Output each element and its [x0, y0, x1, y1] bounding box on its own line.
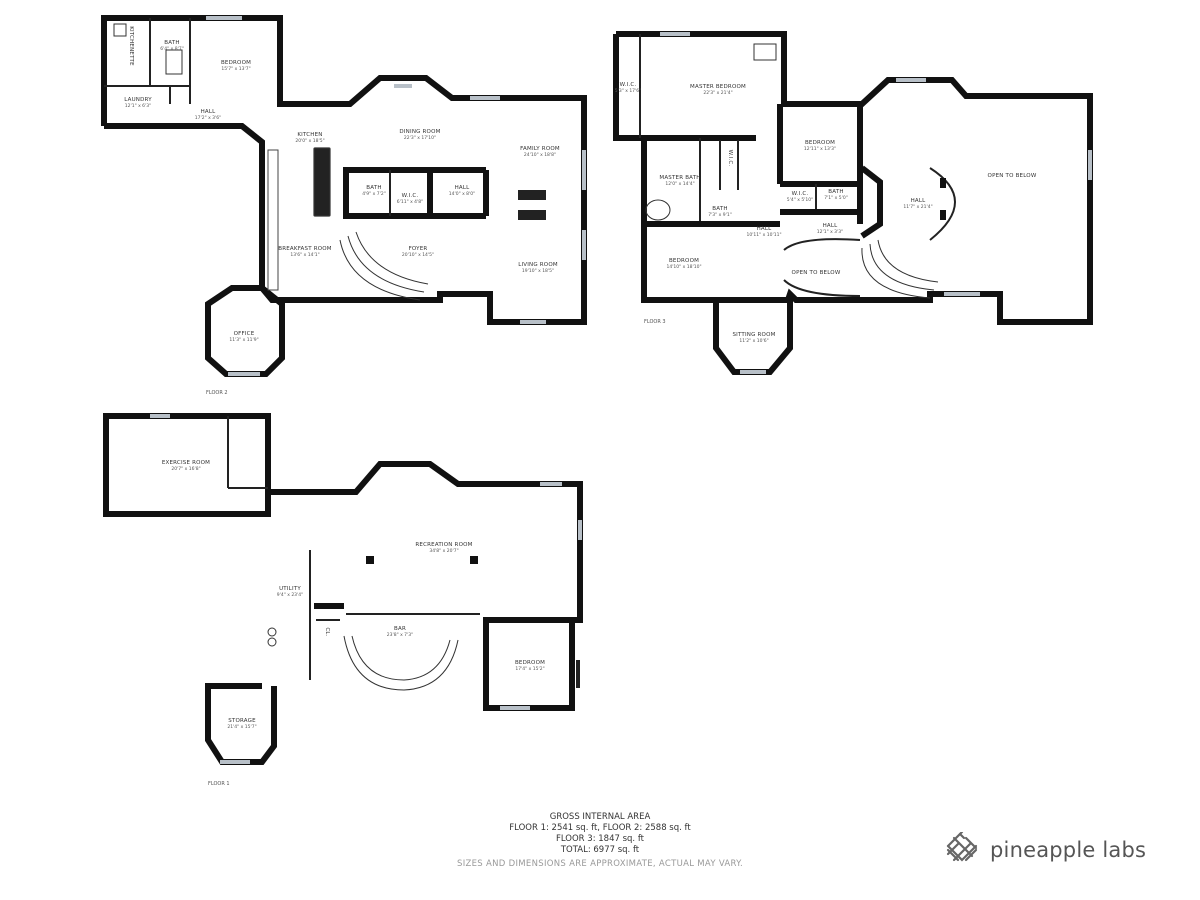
- room-dimensions: 9'4" x 23'4": [277, 592, 303, 598]
- room-dimensions: 20'10" x 14'5": [402, 252, 434, 258]
- room-dimensions: 22'3" x 21'4": [703, 90, 732, 96]
- room-label: HALL: [757, 226, 773, 232]
- room-label: MASTER BATH: [659, 175, 700, 181]
- floor-2-office-wall: [205, 285, 285, 377]
- room-label: BATH: [366, 185, 381, 191]
- floor-2-main-wall: [104, 75, 587, 325]
- room-dimensions: 24'10" x 18'8": [524, 152, 556, 158]
- room-label: BEDROOM: [669, 258, 699, 264]
- room-label: W.I.C.: [792, 191, 809, 197]
- room-label: FOYER: [409, 246, 428, 252]
- room-label: FAMILY ROOM: [520, 146, 560, 152]
- room-label: DINING ROOM: [399, 129, 440, 135]
- area-total: TOTAL: 6977 sq. ft: [560, 845, 640, 855]
- pineapple-lattice-icon: [946, 832, 978, 862]
- floor-1-plan: EXERCISE ROOM 20'7" x 16'8" RECREATION R…: [103, 413, 583, 787]
- room-dimensions: 20'0" x 18'5": [295, 138, 324, 144]
- room-dimensions: 12'1" x 3'3": [817, 229, 843, 235]
- floor-2-plan: KITCHENETTE BATH 6'4" x 8'7" BEDROOM 15'…: [101, 15, 587, 396]
- floor-2-curved-stair: [339, 231, 429, 301]
- room-dimensions: 5'3" x 17'6": [615, 88, 641, 94]
- room-dimensions: 23'8" x 7'3": [387, 632, 413, 638]
- floor-2-bath-core: [343, 167, 433, 219]
- room-dimensions: 19'10" x 18'5": [522, 268, 554, 274]
- room-label: BEDROOM: [515, 660, 545, 666]
- room-label: KITCHENETTE: [128, 26, 134, 66]
- room-label: HALL: [201, 109, 217, 115]
- room-label: OPEN TO BELOW: [792, 270, 841, 276]
- room-label: HALL: [911, 198, 927, 204]
- room-dimensions: 10'11" x 10'11": [746, 232, 781, 238]
- room-label: BATH: [712, 206, 727, 212]
- room-label: BAR: [394, 626, 406, 632]
- brand-logo: pineapple labs: [944, 830, 1146, 870]
- room-label: BATH: [828, 189, 843, 195]
- brand-name: pineapple labs: [990, 838, 1147, 862]
- room-label: MASTER BEDROOM: [690, 84, 746, 90]
- room-label: BEDROOM: [221, 60, 251, 66]
- room-label: SITTING ROOM: [732, 332, 775, 338]
- area-floor-1-2: FLOOR 1: 2541 sq. ft, FLOOR 2: 2588 sq. …: [509, 823, 691, 833]
- room-label: EXERCISE ROOM: [162, 460, 210, 466]
- room-dimensions: 11'3" x 11'9": [229, 337, 258, 343]
- room-dimensions: 11'2" x 10'6": [739, 338, 768, 344]
- area-heading: GROSS INTERNAL AREA: [549, 812, 651, 822]
- room-label: KITCHEN: [297, 132, 322, 138]
- room-label: STORAGE: [228, 718, 256, 724]
- room-dimensions: 5'4" x 5'10": [787, 197, 813, 203]
- floor-label: FLOOR 2: [206, 390, 228, 396]
- room-dimensions: 34'8" x 20'7": [429, 548, 458, 554]
- room-label: HALL: [823, 223, 839, 229]
- floor-3-main-wall: [613, 31, 1093, 375]
- room-dimensions: 17'4" x 15'2": [515, 666, 544, 672]
- room-dimensions: 14'0" x 8'0": [449, 191, 475, 197]
- room-label: HALL: [455, 185, 471, 191]
- floor-1-curved-bar: [343, 635, 459, 691]
- floor-2-west-wing-wall: [101, 15, 298, 126]
- floor-3-hall-curve: [860, 165, 883, 239]
- room-dimensions: 6'11" x 4'8": [397, 199, 423, 205]
- floor-3-curved-stair: [861, 239, 939, 299]
- room-label: W.I.C.: [402, 193, 419, 199]
- room-dimensions: 21'4" x 15'7": [227, 724, 256, 730]
- room-label: BREAKFAST ROOM: [278, 246, 332, 252]
- room-dimensions: 6'4" x 8'7": [160, 46, 184, 52]
- room-dimensions: 13'6" x 14'1": [290, 252, 319, 258]
- floor-1-storage-wall: [205, 683, 277, 765]
- room-label: UTILITY: [279, 586, 301, 592]
- room-label: BATH: [164, 40, 179, 46]
- area-summary: GROSS INTERNAL AREA FLOOR 1: 2541 sq. ft…: [400, 812, 800, 870]
- room-dimensions: 12'1" x 6'3": [125, 103, 151, 109]
- floor-3-plan: W.I.C. 5'3" x 17'6" MASTER BEDROOM 22'3"…: [613, 31, 1093, 375]
- room-label: LAUNDRY: [124, 97, 152, 103]
- floor-label: FLOOR 3: [644, 319, 666, 325]
- room-dimensions: 17'2" x 3'6": [195, 115, 221, 121]
- room-dimensions: 12'11" x 13'3": [804, 146, 836, 152]
- floor-label: FLOOR 1: [208, 781, 230, 787]
- room-dimensions: 12'0" x 14'4": [665, 181, 694, 187]
- room-dimensions: 11'7" x 21'4": [903, 204, 932, 210]
- area-disclaimer: SIZES AND DIMENSIONS ARE APPROXIMATE, AC…: [457, 859, 743, 869]
- room-dimensions: 22'3" x 17'10": [404, 135, 436, 141]
- room-dimensions: 14'10" x 18'10": [666, 264, 701, 270]
- room-dimensions: 4'9" x 7'2": [362, 191, 386, 197]
- room-label: W.I.C.: [620, 82, 637, 88]
- area-floor-3: FLOOR 3: 1847 sq. ft: [555, 834, 645, 844]
- room-dimensions: 15'7" x 13'7": [221, 66, 250, 72]
- room-label: CL.: [324, 627, 330, 636]
- room-label: LIVING ROOM: [518, 262, 558, 268]
- room-label: BEDROOM: [805, 140, 835, 146]
- room-label: RECREATION ROOM: [415, 542, 472, 548]
- room-label: OFFICE: [234, 331, 255, 337]
- room-dimensions: 20'7" x 16'8": [171, 466, 200, 472]
- room-label: OPEN TO BELOW: [988, 173, 1037, 179]
- room-dimensions: 7'1" x 5'0": [824, 195, 848, 201]
- room-dimensions: 7'3" x 9'1": [708, 212, 732, 218]
- room-label: W.I.C.: [727, 150, 733, 167]
